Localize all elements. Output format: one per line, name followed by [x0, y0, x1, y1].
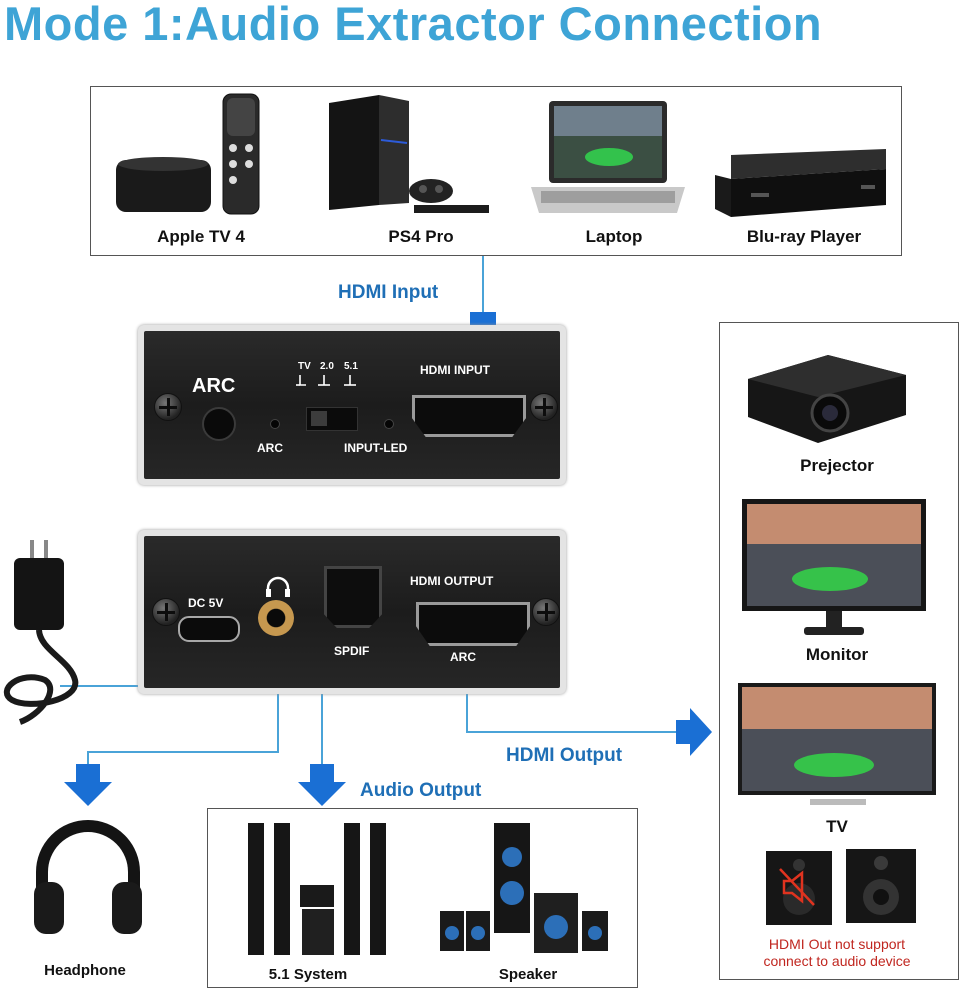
headphone-icon: [34, 820, 142, 934]
spdif-port[interactable]: [324, 566, 382, 628]
hdmi-input-port-label: HDMI INPUT: [420, 363, 490, 377]
arc-big-label: ARC: [192, 375, 236, 397]
arc-small-label: ARC: [257, 441, 283, 455]
input-led-icon: [384, 419, 394, 429]
hdmi-input-label: HDMI Input: [338, 282, 439, 303]
hdmi-output-port-label: HDMI OUTPUT: [410, 574, 494, 588]
audio-label-headphone: Headphone: [44, 962, 126, 979]
spdif-label: SPDIF: [334, 644, 370, 658]
arc-output-label: ARC: [450, 650, 476, 664]
arrow-down-headphone: [64, 764, 112, 806]
speaker-system-icon: [440, 823, 608, 953]
usb-c-port[interactable]: [178, 616, 240, 642]
source-devices-box: Apple TV 4 PS4 Pro Laptop Blu-ray Player: [90, 86, 902, 256]
mode-switch[interactable]: [306, 407, 358, 431]
dc5v-label: DC 5V: [188, 596, 224, 610]
source-label-apple-tv: Apple TV 4: [157, 227, 245, 246]
apple-tv-icon: [116, 93, 260, 215]
audio-output-label: Audio Output: [360, 780, 482, 801]
display-label-tv: TV: [826, 817, 848, 836]
projector-icon: [748, 355, 906, 443]
laptop-icon: [531, 101, 685, 213]
audio-label-speaker: Speaker: [498, 966, 558, 983]
ps4-icon: [329, 95, 489, 213]
arc-button[interactable]: [202, 407, 236, 441]
arrow-right-output: [676, 708, 712, 756]
output-panel-face: DC 5V SPDIF HDMI OUTPUT ARC: [144, 536, 560, 688]
hdmi-input-port[interactable]: [412, 395, 526, 437]
source-label-ps4: PS4 Pro: [388, 227, 454, 246]
switch-label-tv: TV: [298, 361, 311, 372]
displays-box: Prejector Monitor TV HDMI Out not suppor…: [719, 322, 959, 980]
source-label-laptop: Laptop: [585, 227, 643, 246]
input-led-label: INPUT-LED: [344, 441, 408, 455]
monitor-icon: [742, 499, 926, 635]
input-panel: ARC ARC TV 2.0 5.1 INPUT-LED HDMI INPUT: [138, 325, 566, 485]
screw-icon: [532, 598, 560, 626]
screw-icon: [530, 393, 558, 421]
speaker-pair-icon: [766, 849, 916, 925]
surround-system-icon: [248, 823, 386, 955]
source-label-bluray: Blu-ray Player: [746, 227, 862, 246]
switch-label-51: 5.1: [344, 361, 358, 372]
hdmi-output-port[interactable]: [416, 602, 530, 646]
tv-icon: [738, 683, 936, 805]
audio-label-51-system: 5.1 System: [268, 966, 348, 983]
headphone-symbol-icon: [266, 576, 290, 597]
display-label-projector: Prejector: [800, 456, 874, 475]
switch-label-20: 2.0: [320, 361, 334, 372]
input-panel-face: ARC ARC TV 2.0 5.1 INPUT-LED HDMI INPUT: [144, 331, 560, 479]
arc-led-icon: [270, 419, 280, 429]
hdmi-output-label: HDMI Output: [506, 745, 623, 766]
power-adapter-icon: [3, 540, 79, 725]
screw-icon: [154, 393, 182, 421]
arrow-down-audio: [298, 764, 346, 806]
audio-devices-box: 5.1 System Speaker: [207, 808, 638, 988]
hdmi-note-line2: connect to audio device: [763, 953, 911, 969]
output-panel: DC 5V SPDIF HDMI OUTPUT ARC: [138, 530, 566, 694]
switch-ticks: [296, 375, 356, 386]
mute-icon: [779, 868, 815, 906]
bluray-player-icon: [715, 149, 886, 217]
page-title: Mode 1:Audio Extractor Connection: [4, 0, 823, 50]
headphone-jack[interactable]: [258, 600, 294, 636]
display-label-monitor: Monitor: [805, 645, 869, 664]
screw-icon: [152, 598, 180, 626]
hdmi-note-line1: HDMI Out not support: [768, 936, 906, 952]
